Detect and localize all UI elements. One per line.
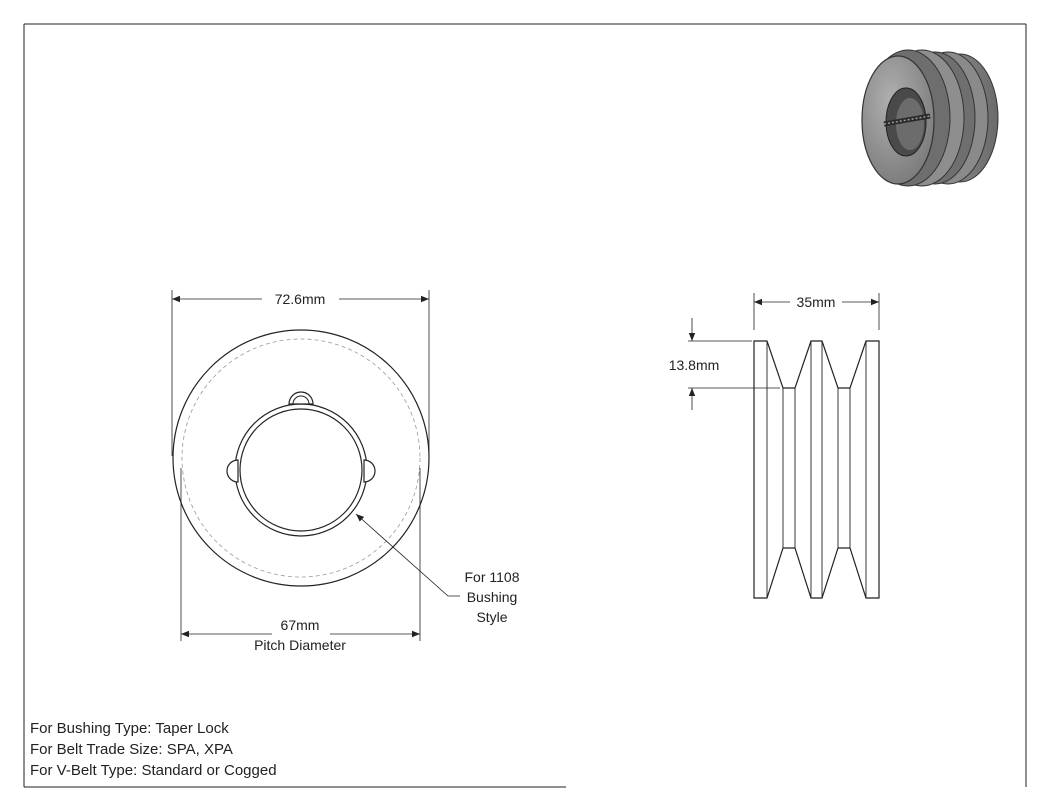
pitch-diameter-value: 67mm — [281, 617, 320, 633]
bore-inner — [239, 408, 363, 532]
note-vbelt-type: For V-Belt Type: Standard or Cogged — [30, 762, 277, 779]
bushing-lobe-top — [288, 391, 314, 405]
front-view: 72.6mm 67mm Pitch Diameter For 1108 Bush… — [171, 290, 520, 653]
groove-depth-label: 13.8mm — [669, 357, 720, 373]
width-label: 35mm — [797, 294, 836, 310]
bushing-leader-line — [355, 513, 460, 597]
pulley-3d-render — [861, 49, 999, 187]
pitch-diameter-caption: Pitch Diameter — [254, 637, 346, 653]
bushing-lobe-right — [363, 459, 376, 483]
bushing-callout-line1: For 1108 — [465, 569, 520, 585]
sheet-border — [23, 23, 1027, 788]
note-bushing-type: For Bushing Type: Taper Lock — [30, 720, 229, 737]
side-view-dimensions: 35mm 13.8mm — [669, 293, 880, 410]
outer-diameter-label: 72.6mm — [275, 291, 326, 307]
note-belt-size: For Belt Trade Size: SPA, XPA — [30, 741, 233, 758]
side-profile — [753, 340, 880, 599]
bushing-callout-line3: Style — [476, 609, 507, 625]
bushing-lobe-left — [226, 459, 239, 483]
pitch-circle — [181, 338, 421, 578]
bushing-callout-line2: Bushing — [467, 589, 518, 605]
notes: For Bushing Type: Taper Lock For Belt Tr… — [30, 720, 277, 779]
side-view — [753, 340, 880, 599]
